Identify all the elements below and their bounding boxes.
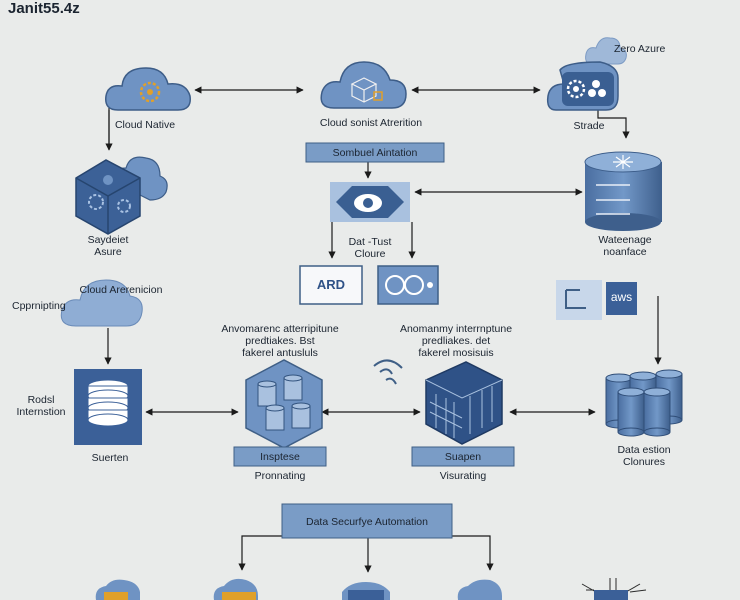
- anvomarenc-label: Anvomarenc atterripitune predtiakes. Bst…: [221, 323, 339, 359]
- visuranting-label: Visurating: [439, 470, 487, 482]
- rodsl-label: Rodsl Internstion: [16, 394, 66, 418]
- connectors: [104, 86, 662, 573]
- cloud-service-icon: [320, 61, 407, 109]
- cloud-native-icon: [105, 67, 191, 111]
- strade-label: Strade: [573, 120, 605, 132]
- watenage-label: Wateenage noanface: [598, 234, 652, 258]
- insptese-box-label: Insptese: [260, 451, 300, 463]
- page-title: Janit55.4z: [8, 0, 80, 17]
- anomanmy-label: Anomanmy interrnptune predliakes. det fa…: [399, 323, 513, 359]
- hex-storage-icon: [245, 359, 323, 449]
- cylinder-cluster-icon: [605, 369, 683, 437]
- bottom-icons: [95, 578, 647, 600]
- arrow-strade-to-db: [597, 110, 630, 139]
- dat-trust-label: Dat -Tust Cloure: [348, 236, 392, 260]
- zero-azure-cloud-icon: [585, 37, 627, 65]
- zero-azure-label: Zero Azure: [614, 43, 666, 55]
- surten-label: Suerten: [91, 452, 129, 464]
- grid-cube-icon: [373, 359, 503, 445]
- arrow-automation-left: [238, 535, 282, 571]
- sombuel-box-label: Sombuel Aintation: [332, 147, 418, 159]
- suapen-box-shape: [411, 446, 515, 467]
- cloud-native-label: Cloud Native: [114, 119, 176, 131]
- pronnating-label: Pronnating: [254, 470, 306, 482]
- sayderet-azure-label: Saydeiet Asure: [87, 234, 129, 258]
- aws-badge-label: aws: [610, 290, 633, 304]
- suapen-box-label: Suapen: [444, 451, 482, 463]
- cloud-service-label: Cloud sonist Atrerition: [319, 117, 423, 129]
- cloud-arerenicion-icon: [60, 279, 143, 327]
- sombuel-box-shape: [305, 142, 445, 163]
- strade-icon: [546, 61, 619, 111]
- arb-badge-label: ARD: [316, 277, 346, 292]
- cloud-arerenicion-label: Cloud Arerenicion: [79, 284, 163, 296]
- opo-badge: [377, 265, 439, 305]
- data-estion-label: Data estion Clonures: [617, 444, 671, 468]
- automation-box-shape: [281, 503, 453, 539]
- left-database-icon: [74, 369, 142, 445]
- insptese-box-shape: [233, 446, 327, 467]
- eye-shield-icon: [330, 182, 410, 222]
- aws-doc-icon: [556, 280, 637, 320]
- arb-badge: [299, 265, 363, 305]
- database-stack-icon: [584, 151, 662, 231]
- cube-icon: [75, 156, 168, 235]
- automation-box-label: Data Securfye Automation: [306, 516, 428, 528]
- arrow-automation-right: [452, 535, 494, 571]
- cpprnipting-label: Cpprnipting: [12, 300, 66, 312]
